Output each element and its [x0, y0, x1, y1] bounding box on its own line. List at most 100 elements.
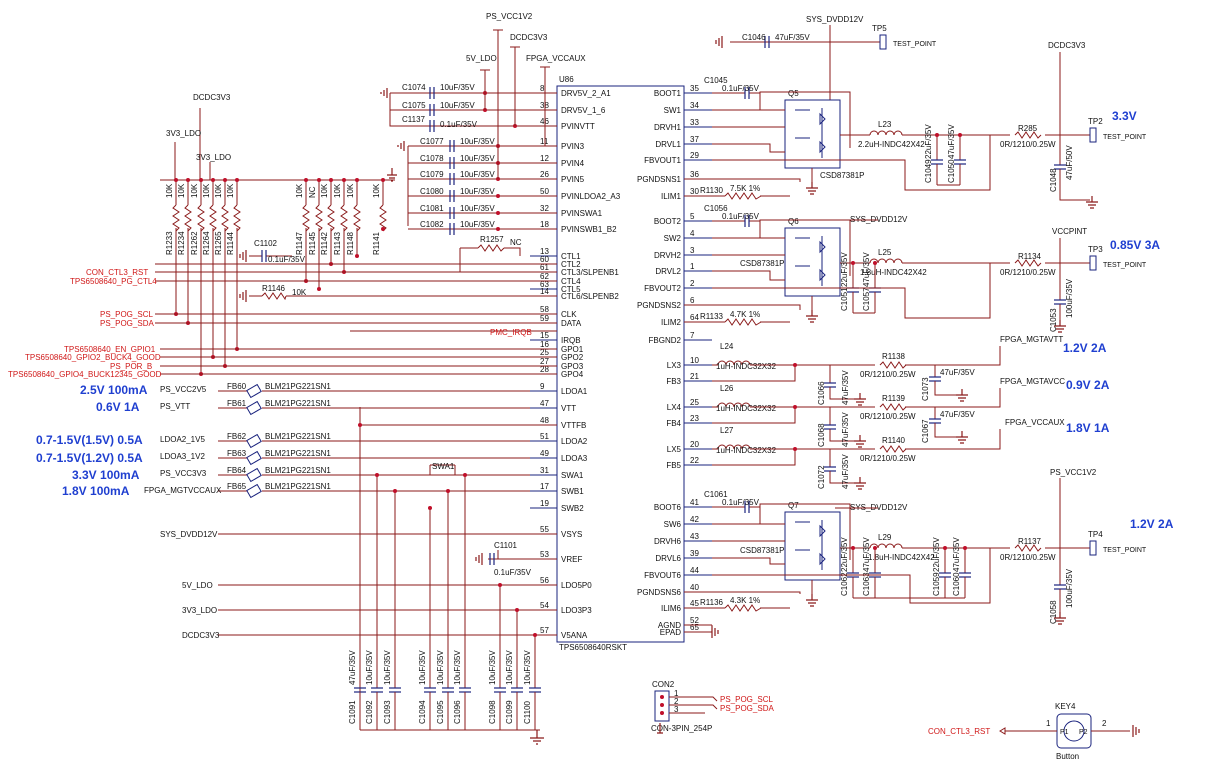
mosfet-q5	[784, 99, 841, 169]
pin-number: 2	[690, 279, 695, 288]
pin-number: 11	[540, 137, 549, 146]
ladder-ref: R1143	[333, 231, 342, 255]
pin-name: GPO3	[561, 362, 584, 371]
out-cap-val: 47uF/35V	[947, 124, 956, 159]
pin-name: FB3	[666, 377, 681, 386]
pin-number: 26	[540, 170, 549, 179]
mosfet-part: CSD87381P	[820, 171, 864, 180]
ladder-value: 10K	[372, 183, 381, 198]
pin-number: 44	[690, 566, 699, 575]
out-cap-val: 47uF/35V	[862, 252, 871, 287]
r1257-val: NC	[510, 238, 522, 247]
net-fpga-mgtvccaux: FPGA_MGTVCCAUX	[144, 486, 222, 495]
pin-name: LDOA3	[561, 454, 588, 463]
bottom-cap-ref: C1092	[365, 700, 374, 724]
pin-name: DRVH6	[654, 537, 682, 546]
boot-cap-val: 0.1uF/35V	[722, 84, 760, 93]
net-sys-dvdd12v-q7: SYS_DVDD12V	[850, 503, 908, 512]
pin-name: DATA	[561, 319, 582, 328]
pin-name: PGNDSNS1	[637, 175, 682, 184]
pin-name: DRV5V_2_A1	[561, 89, 611, 98]
pin-name: AGND	[658, 621, 681, 630]
mosfet-ref: Q5	[788, 89, 799, 98]
ladder-ref: R1147	[295, 231, 304, 255]
pin-name: FB5	[666, 461, 681, 470]
pin-number: 23	[690, 414, 699, 423]
lx-res-ref: R1140	[882, 436, 906, 445]
pin-number: 56	[540, 576, 549, 585]
lx-cap-val: 47uF/35V	[841, 412, 850, 447]
bottom-cap-ref: C1100	[523, 700, 532, 724]
bottom-cap-ref: C1091	[348, 700, 357, 724]
annot-0v85: 0.85V 3A	[1110, 238, 1160, 252]
con2-pin-number: 3	[674, 705, 679, 714]
c1081-ref: C1081	[420, 204, 444, 213]
pin-name: LDOA1	[561, 387, 588, 396]
pin-name: PGNDSNS6	[637, 588, 682, 597]
lx-cap-val: 47uF/35V	[841, 454, 850, 489]
boot-cap-val: 0.1uF/35V	[722, 498, 760, 507]
annot-1v8: 1.8V 100mA	[62, 484, 130, 498]
net-key-con-ctl3-rst: CON_CTL3_RST	[928, 727, 990, 736]
boot-cap-ref: C1061	[704, 490, 728, 499]
ladder-value: 10K	[202, 183, 211, 198]
c1077-ref: C1077	[420, 137, 444, 146]
ladder-value: 10K	[226, 183, 235, 198]
pin-name: DRVL6	[655, 554, 681, 563]
pin-name: CTL1	[561, 252, 581, 261]
fb63-ref: FB63	[227, 449, 247, 458]
pin-number: 6	[690, 296, 695, 305]
r1130-ref: R1130	[700, 186, 724, 195]
pin-name: LX4	[667, 403, 682, 412]
fb60-part: BLM21PG221SN1	[265, 382, 331, 391]
annot-ldoa3: 0.7-1.5V(1.2V) 0.5A	[36, 451, 143, 465]
c1048-val: 47uF/50V	[1065, 145, 1074, 180]
net-ps-vcc2v5: PS_VCC2V5	[160, 385, 207, 394]
pin-number: 5	[690, 212, 695, 221]
pin-name: PVINSWA1	[561, 209, 603, 218]
lx-cap-val: 47uF/35V	[841, 370, 850, 405]
out-cap-val: 47uF/35V	[862, 537, 871, 572]
key4-pin2: 2	[1102, 719, 1107, 728]
pin-number: 10	[690, 356, 699, 365]
net-gpio2: TPS6508640_GPIO2_BUCK4_GOOD	[25, 353, 161, 362]
pin-name: VREF	[561, 555, 582, 564]
key4-pin1: 1	[1046, 719, 1051, 728]
pin-number: 40	[690, 583, 699, 592]
c1079-val: 10uF/35V	[460, 170, 495, 179]
lx-net: FPGA_MGTAVCC	[1000, 377, 1065, 386]
pin-name: FBGND2	[649, 336, 682, 345]
net-en-gpio1: TPS6508640_EN_GPIO1	[64, 345, 156, 354]
fb65-ref: FB65	[227, 482, 247, 491]
net-ps-vcc3v3: PS_VCC3V3	[160, 469, 207, 478]
pin-name: VTTFB	[561, 421, 586, 430]
pin-number: 53	[540, 550, 549, 559]
ic-u86-body	[556, 85, 685, 643]
pin-number: 20	[690, 440, 699, 449]
annot-vccaux: 1.8V 1A	[1066, 421, 1110, 435]
pin-number: 13	[540, 247, 549, 256]
key4-button[interactable]: KEY4 P1 P2 Button CON_CTL3_RST 1 2	[928, 702, 1140, 761]
lx-inductor-val: 1uH-INDC32X32	[716, 446, 777, 455]
pin-number: 22	[690, 456, 699, 465]
ladder-ref: R1234	[177, 231, 186, 255]
r1136-val: 4.3K 1%	[730, 596, 760, 605]
c1053-ref: C1053	[1049, 308, 1058, 332]
pin-number: 32	[540, 204, 549, 213]
lx-cap-ref: C1066	[817, 381, 826, 405]
pin-number: 54	[540, 601, 549, 610]
pin-name: DRVL2	[655, 267, 681, 276]
lx-res-ref: R1138	[882, 352, 906, 361]
r1136-ref: R1136	[700, 598, 724, 607]
con2-header[interactable]: CON2 CON-3PIN_254P 123 PS_POG_SCL PS_POG…	[651, 680, 774, 734]
fb61-part: BLM21PG221SN1	[265, 399, 331, 408]
pin-number: 41	[690, 498, 699, 507]
bottom-cap-ref: C1095	[436, 700, 445, 724]
ladder-value: 10K	[346, 183, 355, 198]
out-res-val: 0R/1210/0.25W	[1000, 140, 1056, 149]
pin-number: 37	[690, 135, 699, 144]
pin-name: PVIN5	[561, 175, 585, 184]
pin-name: V5ANA	[561, 631, 588, 640]
pin-number: 39	[690, 549, 699, 558]
pin-name: FBVOUT1	[644, 156, 681, 165]
